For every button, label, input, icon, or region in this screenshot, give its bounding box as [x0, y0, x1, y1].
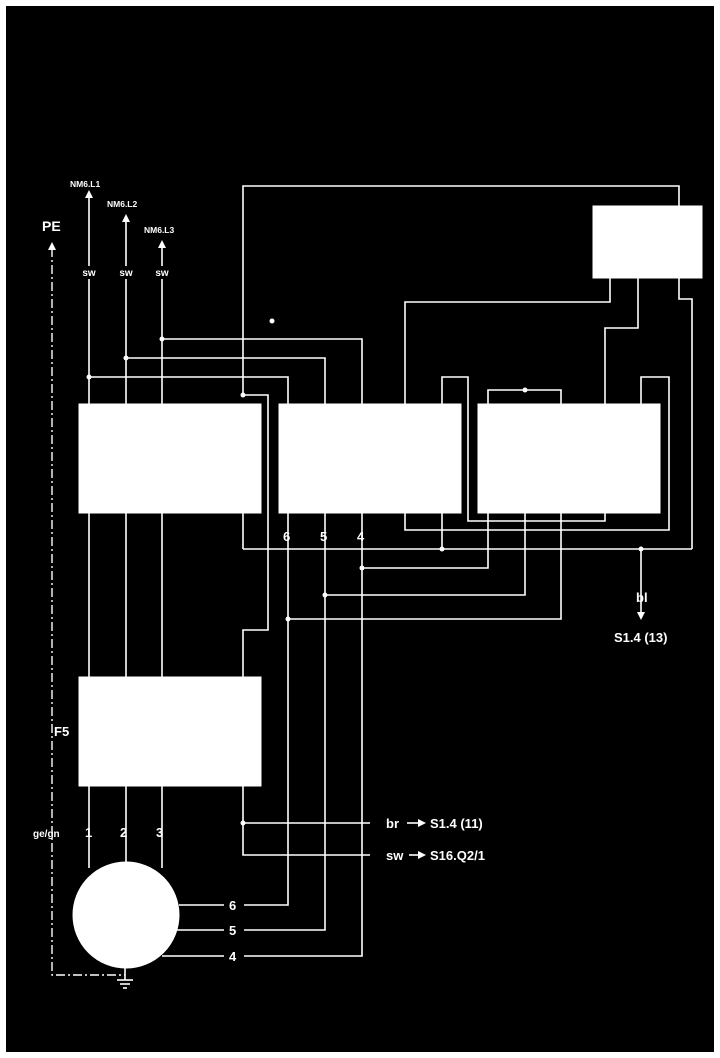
sw-control-label: sw [386, 848, 404, 863]
k1-to-f5-wires [88, 513, 163, 677]
sw-label-l1: sw [82, 268, 96, 279]
bl-label: bl [636, 590, 648, 605]
sw-label-bg-l2 [115, 266, 137, 279]
br-label: br [386, 816, 399, 831]
contactor-k3 [477, 403, 661, 514]
sw-label-l2: sw [119, 268, 133, 279]
k2-supply-taps [86, 336, 363, 404]
s16-q2-label: S16.Q2/1 [430, 848, 485, 863]
motor-terminal-6-label: 6 [229, 898, 236, 913]
k2-terminal-4-label: 4 [357, 529, 365, 544]
s1-4-13-label: S1.4 (13) [614, 630, 667, 645]
sw-label-l3: sw [155, 268, 169, 279]
contactor-k2 [278, 403, 462, 514]
sw-label-bg-l3 [151, 266, 173, 279]
k2-terminal-5-label: 5 [320, 529, 327, 544]
terminal-3-label: 3 [156, 825, 163, 840]
motor-6-bg [224, 898, 244, 913]
sw-label-bg-l1 [78, 266, 100, 279]
timer-relay [592, 205, 703, 279]
stray-dot [269, 318, 275, 324]
protective-earth-line [48, 242, 133, 989]
f5-to-motor-wires [88, 786, 163, 868]
motor-4-bg [224, 949, 244, 964]
motor-symbol [72, 861, 180, 969]
terminal-2-label: 2 [120, 825, 127, 840]
motor-terminal-5-label: 5 [229, 923, 236, 938]
s1-4-11-label: S1.4 (11) [430, 816, 483, 831]
nm6-l2-label: NM6.L2 [107, 199, 138, 209]
terminal-1-label: 1 [85, 825, 92, 840]
overload-relay-f5 [78, 676, 262, 787]
motor-5-bg [224, 923, 244, 938]
ge-gn-label: ge/gn [33, 829, 60, 840]
contactor-k1 [78, 403, 262, 514]
k2-terminal-6-label: 6 [283, 529, 290, 544]
nm6-l1-label: NM6.L1 [70, 179, 101, 189]
pe-label: PE [42, 218, 61, 234]
motor-terminal-4-label: 4 [229, 949, 237, 964]
nm6-l3-label: NM6.L3 [144, 225, 175, 235]
f5-label: F5 [54, 724, 69, 739]
control-wiring [240, 185, 693, 859]
